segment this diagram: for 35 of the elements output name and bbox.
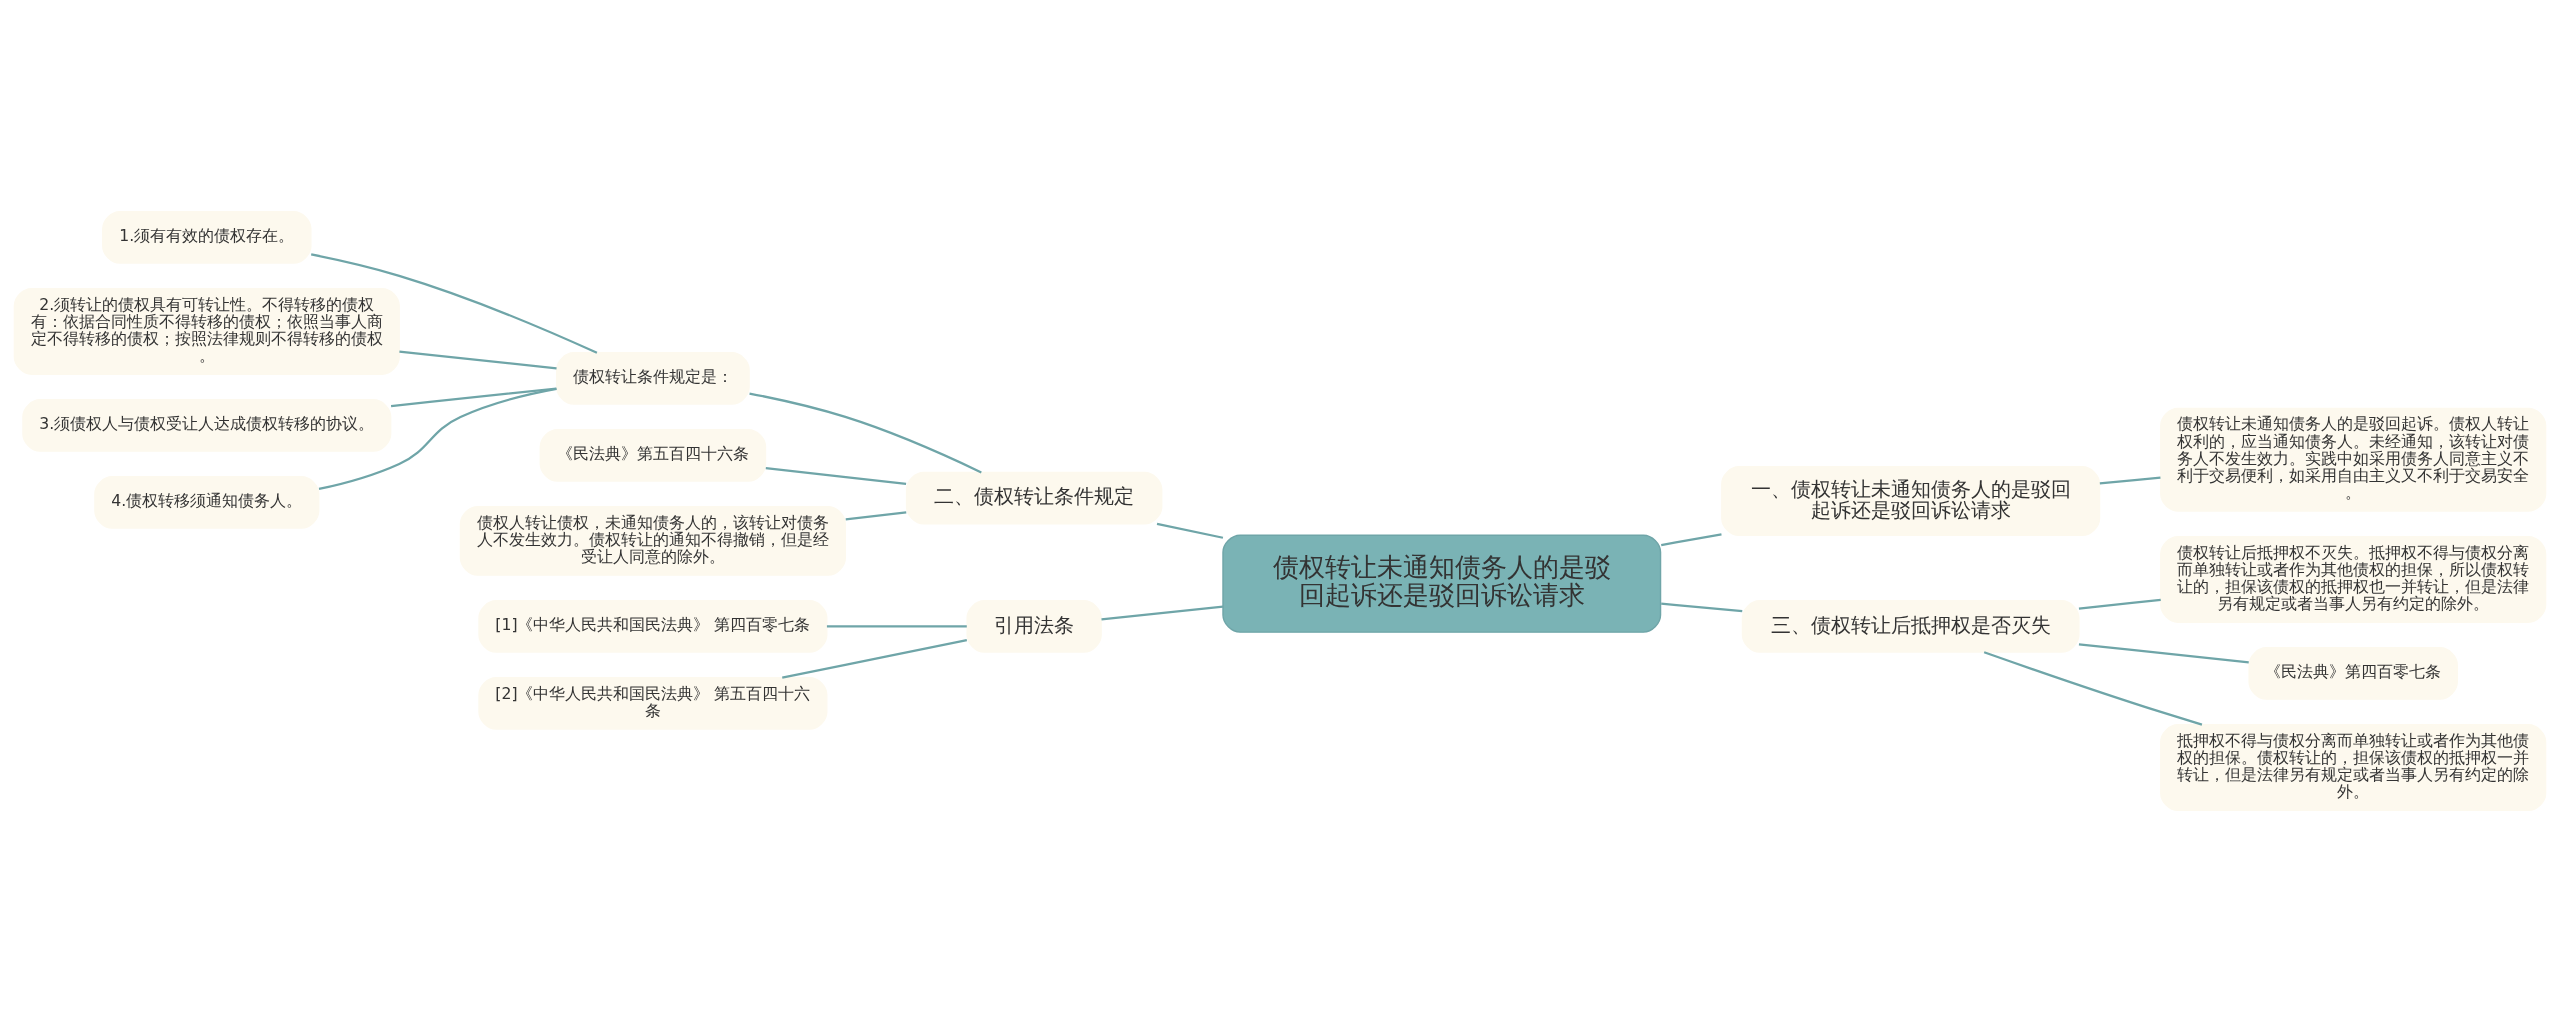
node-box: 抵押权不得与债权分离而单独转让或者作为其他债权的担保。债权转让的，担保该债权的抵押权一并转让，但是法律另有规定或者当事人另有约定的除外。 [2160, 724, 2547, 811]
connector [318, 387, 557, 491]
connector [765, 466, 907, 485]
connector [1101, 605, 1224, 621]
node-box: 债权转让条件规定是： [555, 352, 750, 405]
node-box: 3.须债权人与债权受让人达成债权转移的协议。 [22, 399, 392, 452]
connector [2099, 476, 2161, 485]
node-box: 债权转让未通知债务人的是驳回起诉还是驳回诉讼请求 [1222, 534, 1662, 633]
node-box: 4.债权转移须通知债务人。 [94, 476, 320, 529]
node-box: 二、债权转让条件规定 [905, 471, 1163, 525]
node-box: 债权转让未通知债务人的是驳回起诉。债权人转让权利的，应当通知债务人。未经通知，该转让对债务人不发生效力。实践中如采用债务人同意主义不利于交易便利，如采用自由主义又不利于交易安全。 [2160, 407, 2547, 512]
connector [782, 638, 968, 679]
connector [1661, 533, 1722, 547]
connector [390, 387, 557, 408]
node-box: 《民法典》第五百四十六条 [539, 429, 767, 482]
connector [1156, 522, 1224, 539]
connector [749, 392, 982, 474]
node-box: 1.须有有效的债权存在。 [102, 211, 312, 264]
node-box: [1]《中华人民共和国民法典》 第四百零七条 [478, 600, 828, 653]
connector [399, 350, 557, 370]
node-box: 2.须转让的债权具有可转让性。不得转移的债权有：依据合同性质不得转移的债权；依照当事人商定不得转移的债权；按照法律规则不得转移的债权。 [13, 287, 400, 375]
connector [2078, 598, 2161, 610]
node-box: 债权转让后抵押权不灭失。抵押权不得与债权分离而单独转让或者作为其他债权的担保，所以债权转让的，担保该债权的抵押权也一并转让，但是法律另有规定或者当事人另有约定的除外。 [2160, 535, 2547, 623]
node-box: 一、债权转让未通知债务人的是驳回起诉还是驳回诉讼请求 [1721, 466, 2101, 536]
node-box: 《民法典》第四百零七条 [2248, 647, 2458, 700]
node-box: 三、债权转让后抵押权是否灭失 [1741, 600, 2080, 653]
connector [310, 253, 598, 354]
node-box: 引用法条 [966, 600, 1102, 653]
connector [1661, 602, 1743, 613]
node-box: 债权人转让债权，未通知债务人的，该转让对债务人不发生效力。债权转让的通知不得撤销，但是经受让人同意的除外。 [459, 506, 846, 576]
connector [826, 625, 967, 628]
connector [2078, 643, 2249, 664]
node-box: [2]《中华人民共和国民法典》 第五百四十六条 [478, 677, 828, 730]
connector [845, 511, 907, 521]
connector [1983, 651, 2203, 726]
